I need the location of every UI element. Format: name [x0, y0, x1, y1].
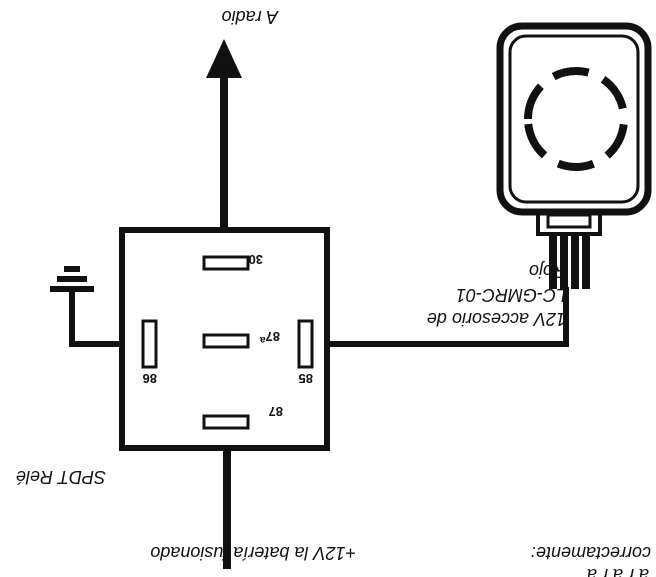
accessory-label-2: LC-GMRC-01 [456, 285, 566, 305]
accessory-wire [327, 287, 569, 347]
pin-30-label: 30 [249, 252, 263, 267]
battery-label: +12V la batería fusionado [150, 543, 356, 563]
radio-label: A radio [222, 7, 279, 27]
pin-85-slot [297, 319, 314, 369]
pin-87-slot [202, 414, 250, 430]
arrow-up-icon [206, 39, 242, 228]
relay-name-label: SPDT Relé [16, 467, 106, 487]
pin-30-slot [202, 255, 250, 271]
pin-87a-label: 87a [260, 329, 280, 345]
note-label-1: relé correctamente: [531, 543, 656, 563]
note-label-2: r a r a r a r a [587, 565, 656, 577]
ground-icon [50, 266, 122, 347]
accessory-label-3: Rojo [529, 261, 566, 281]
pin-87a-slot [202, 333, 250, 349]
remote-module-icon [496, 22, 652, 289]
battery-wire [223, 444, 231, 569]
pin-86-slot [141, 319, 158, 369]
pin-85-label: 85 [299, 371, 313, 386]
pin-86-label: 86 [143, 371, 157, 386]
pin-87-label: 87 [269, 404, 283, 419]
accessory-label-1: 12V accesorio de [427, 309, 566, 329]
